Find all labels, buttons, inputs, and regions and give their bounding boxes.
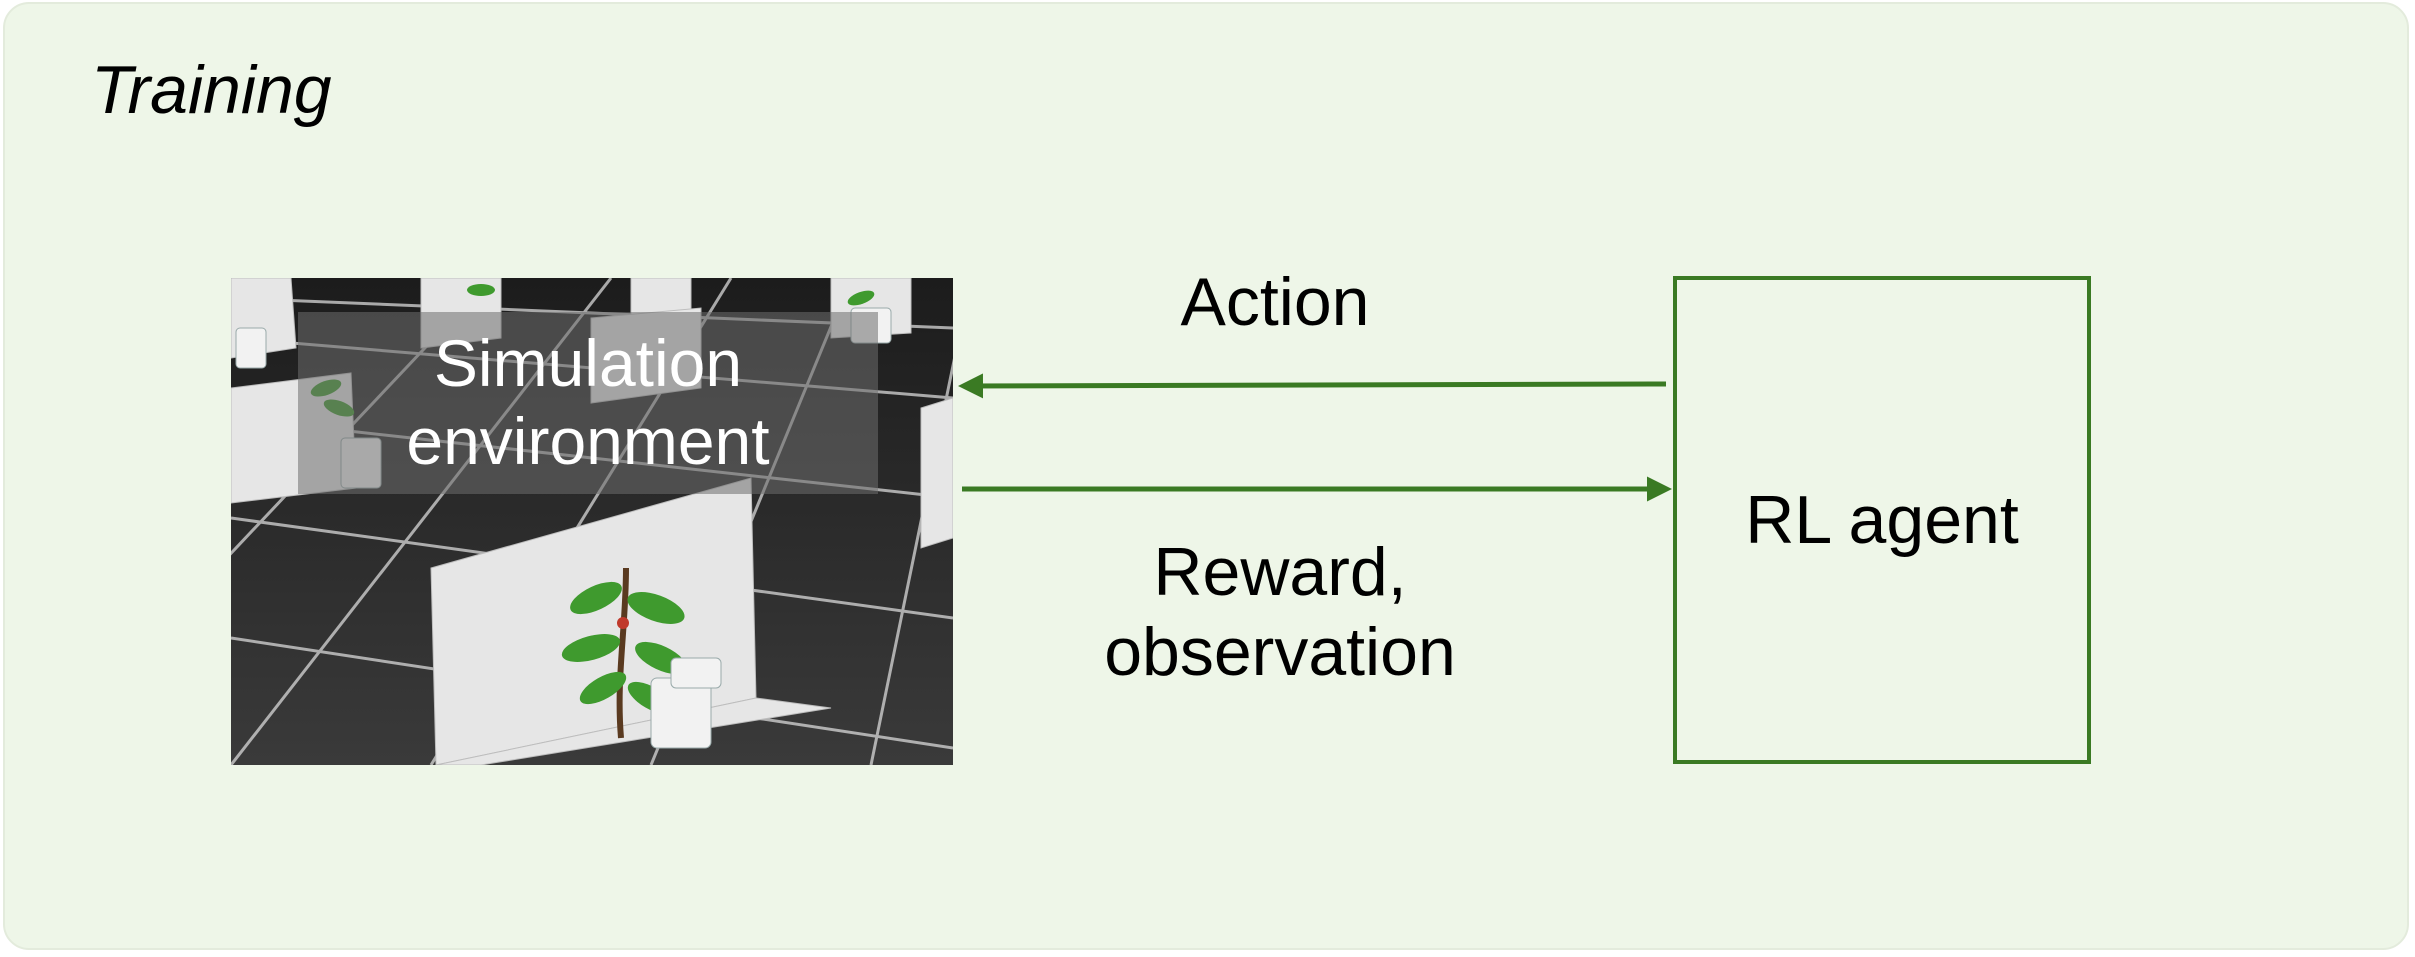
rl-agent-label: RL agent [1745,482,2019,558]
reward-observation-edge-label: Reward, observation [1104,534,1456,691]
plant-illustration [561,567,687,739]
simulation-environment-label: Simulation environment [298,312,878,494]
rl-agent-box: RL agent [1673,276,2091,764]
action-edge-label: Action [1180,264,1370,340]
panel-title: Training [91,52,332,128]
